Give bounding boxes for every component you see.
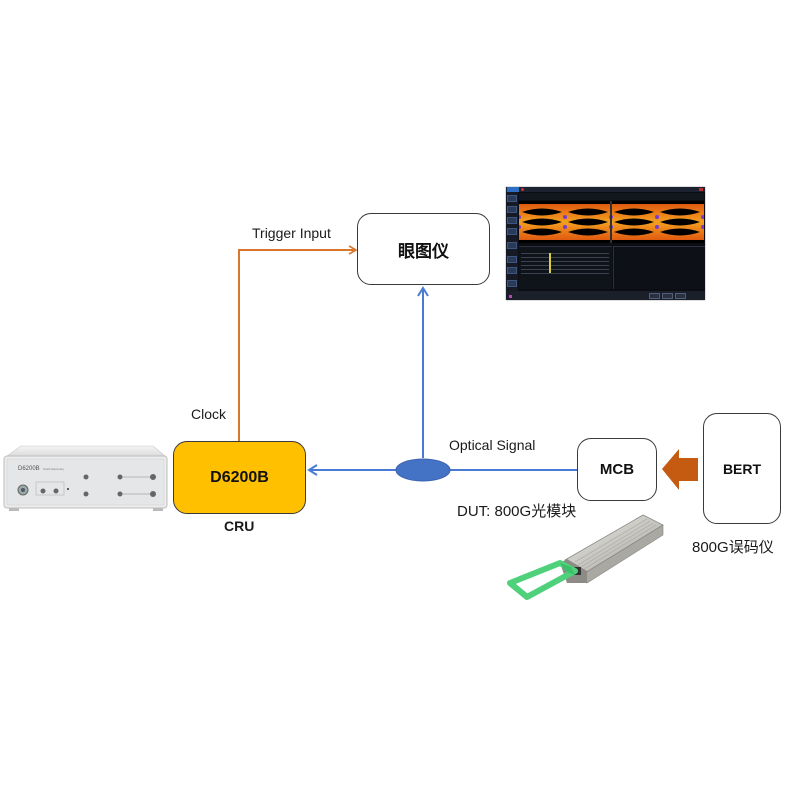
cru-label: D6200B bbox=[210, 468, 269, 486]
trigger-input-label: Trigger Input bbox=[252, 225, 331, 241]
cru-instrument-photo: D6200B Clock Recovery bbox=[3, 445, 168, 511]
mcb-node: MCB bbox=[577, 438, 657, 501]
scope-run-indicator bbox=[521, 188, 524, 191]
optical-splitter bbox=[395, 458, 451, 482]
svg-text:Clock Recovery: Clock Recovery bbox=[43, 467, 65, 471]
bert-label: BERT bbox=[722, 460, 762, 477]
scope-statusbar bbox=[506, 291, 705, 300]
scope-side-button bbox=[507, 217, 517, 224]
scope-menubar bbox=[506, 187, 705, 192]
scope-side-button bbox=[507, 195, 517, 202]
eye-scope-node: 眼图仪 bbox=[357, 213, 490, 285]
optical-signal-label: Optical Signal bbox=[449, 437, 536, 453]
bert-node: BERT bbox=[703, 413, 781, 524]
eye-scope-label: 眼图仪 bbox=[398, 241, 449, 261]
scope-side-button bbox=[507, 206, 517, 213]
clock-label: Clock bbox=[191, 406, 227, 422]
cru-caption: CRU bbox=[224, 518, 255, 534]
optical-module-photo bbox=[507, 514, 664, 600]
scope-sidebar bbox=[506, 192, 518, 295]
scope-close-icon bbox=[699, 188, 703, 191]
scope-empty-panel bbox=[613, 246, 705, 289]
bert-to-mcb-arrow bbox=[662, 449, 698, 490]
mcb-label: MCB bbox=[599, 461, 635, 478]
oscilloscope-screenshot bbox=[506, 187, 705, 300]
scope-logo bbox=[507, 187, 519, 192]
cru-node: D6200B bbox=[173, 441, 306, 514]
scope-side-button bbox=[507, 242, 517, 249]
bert-caption: 800G误码仪 bbox=[692, 539, 774, 556]
dut-label: DUT: 800G光模块 bbox=[457, 503, 577, 520]
scope-side-button bbox=[507, 228, 517, 235]
clock-trigger-line bbox=[238, 245, 358, 441]
scope-side-button bbox=[507, 256, 517, 263]
scope-tabs bbox=[519, 193, 704, 200]
instrument-model-text: D6200B bbox=[18, 466, 40, 472]
scope-side-button bbox=[507, 280, 517, 287]
eye-diagram-display bbox=[519, 201, 704, 243]
scope-measurement-table bbox=[519, 246, 612, 289]
scope-side-button bbox=[507, 267, 517, 274]
